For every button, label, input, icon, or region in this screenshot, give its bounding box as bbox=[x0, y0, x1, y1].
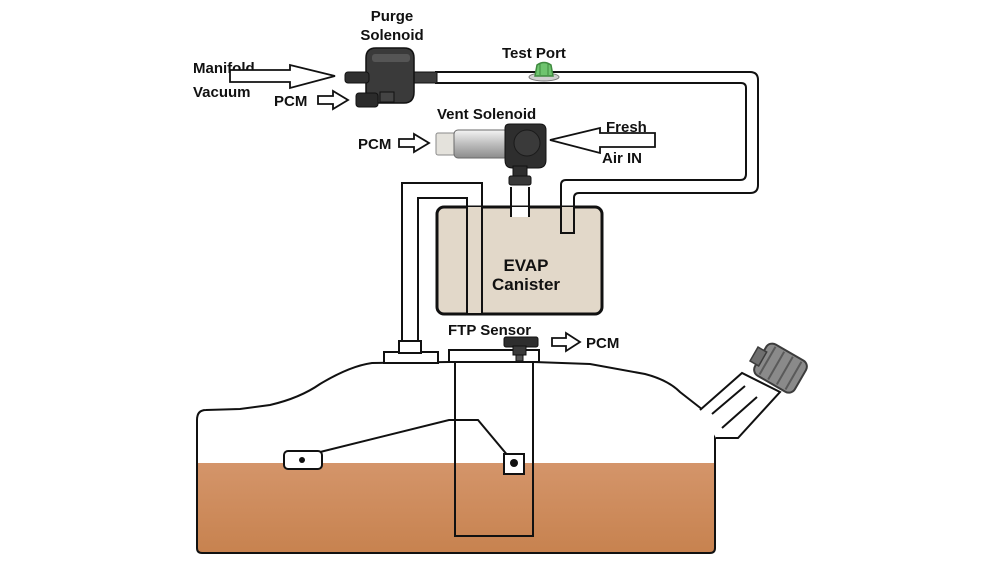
fuel-level-sender bbox=[503, 453, 525, 475]
pcm-purge-label: PCM bbox=[274, 93, 307, 110]
ftp-sensor-label: FTP Sensor bbox=[448, 322, 531, 339]
evap-canister-label-line2: Canister bbox=[492, 275, 560, 294]
evap-canister-label-line1: EVAP bbox=[503, 256, 548, 275]
purge-solenoid-label-line2: Solenoid bbox=[360, 27, 423, 44]
pcm-ftp-arrow bbox=[551, 331, 582, 353]
evap-canister: EVAP Canister bbox=[435, 205, 604, 316]
fresh-air-arrow bbox=[549, 126, 656, 155]
pcm-vent-label: PCM bbox=[358, 136, 391, 153]
fuel-cap bbox=[748, 342, 808, 394]
vent-solenoid-label: Vent Solenoid bbox=[437, 106, 536, 123]
purge-solenoid bbox=[344, 47, 438, 108]
canister-to-purge-hose bbox=[435, 82, 747, 233]
float-arm bbox=[307, 419, 515, 464]
fuel-tank bbox=[196, 340, 808, 554]
fresh-air-label-line1: Fresh bbox=[606, 119, 647, 136]
manifold-vacuum-label-line2: Vacuum bbox=[193, 84, 251, 101]
ftp-sensor bbox=[503, 336, 539, 362]
filler-neck-inner bbox=[711, 385, 758, 429]
fresh-air-label-line2: Air IN bbox=[602, 150, 642, 167]
manifold-vacuum-arrow bbox=[229, 63, 336, 90]
test-port-label: Test Port bbox=[502, 45, 566, 62]
pcm-vent-arrow bbox=[398, 132, 431, 154]
purge-solenoid-label-line1: Purge bbox=[371, 8, 414, 25]
filler-neck bbox=[699, 371, 782, 439]
vent-solenoid bbox=[435, 123, 547, 186]
test-port bbox=[528, 61, 560, 82]
tank-vent-nipple bbox=[398, 340, 422, 354]
pcm-purge-arrow bbox=[317, 89, 350, 111]
canister-to-vent-hose bbox=[510, 187, 530, 207]
pcm-ftp-label: PCM bbox=[586, 335, 619, 352]
fuel-float bbox=[283, 450, 323, 470]
